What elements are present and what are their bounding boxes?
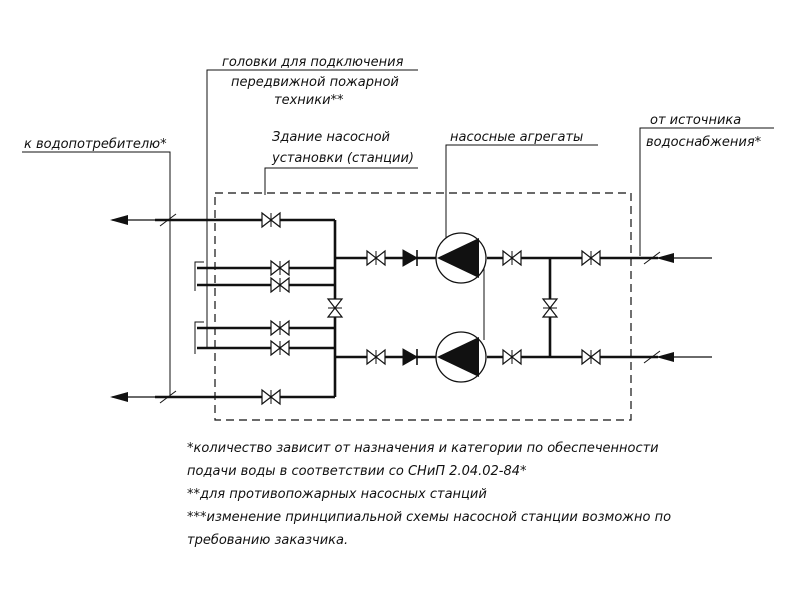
note-line-3: **для противопожарных насосных станций [187, 487, 487, 502]
upper-outlet-line [110, 212, 335, 228]
suction-bypass [542, 258, 558, 357]
fire-connection-heads [194, 260, 335, 356]
building-label-line1: Здание насосной [272, 130, 390, 145]
pump-line-1 [335, 249, 712, 267]
building-boundary [214, 192, 632, 421]
discharge-header [327, 220, 343, 397]
note-line-4: ***изменение принципиальной схемы насосн… [187, 510, 671, 525]
pump-2 [435, 331, 487, 383]
lower-outlet-line [110, 389, 335, 405]
source-label-line1: от источника [650, 113, 741, 128]
fire-heads-label-line1: головки для подключения [222, 55, 404, 70]
pump-units-label: насосные агрегаты [450, 130, 583, 145]
pump-line-2 [335, 348, 712, 366]
note-line-2: подачи воды в соответствии со СНиП 2.04.… [187, 464, 527, 479]
fire-heads-label-line2: передвижной пожарной [231, 75, 399, 90]
note-line-1: *количество зависит от назначения и кате… [187, 441, 659, 456]
consumer-label: к водопотребителю* [24, 137, 167, 152]
note-line-5: требованию заказчика. [187, 533, 348, 548]
building-label-line2: установки (станции) [271, 151, 414, 166]
leader-lines [22, 69, 774, 395]
fire-heads-label-line3: техники** [274, 93, 344, 108]
pump-1 [435, 232, 487, 284]
source-label-line2: водоснабжения* [646, 135, 762, 150]
